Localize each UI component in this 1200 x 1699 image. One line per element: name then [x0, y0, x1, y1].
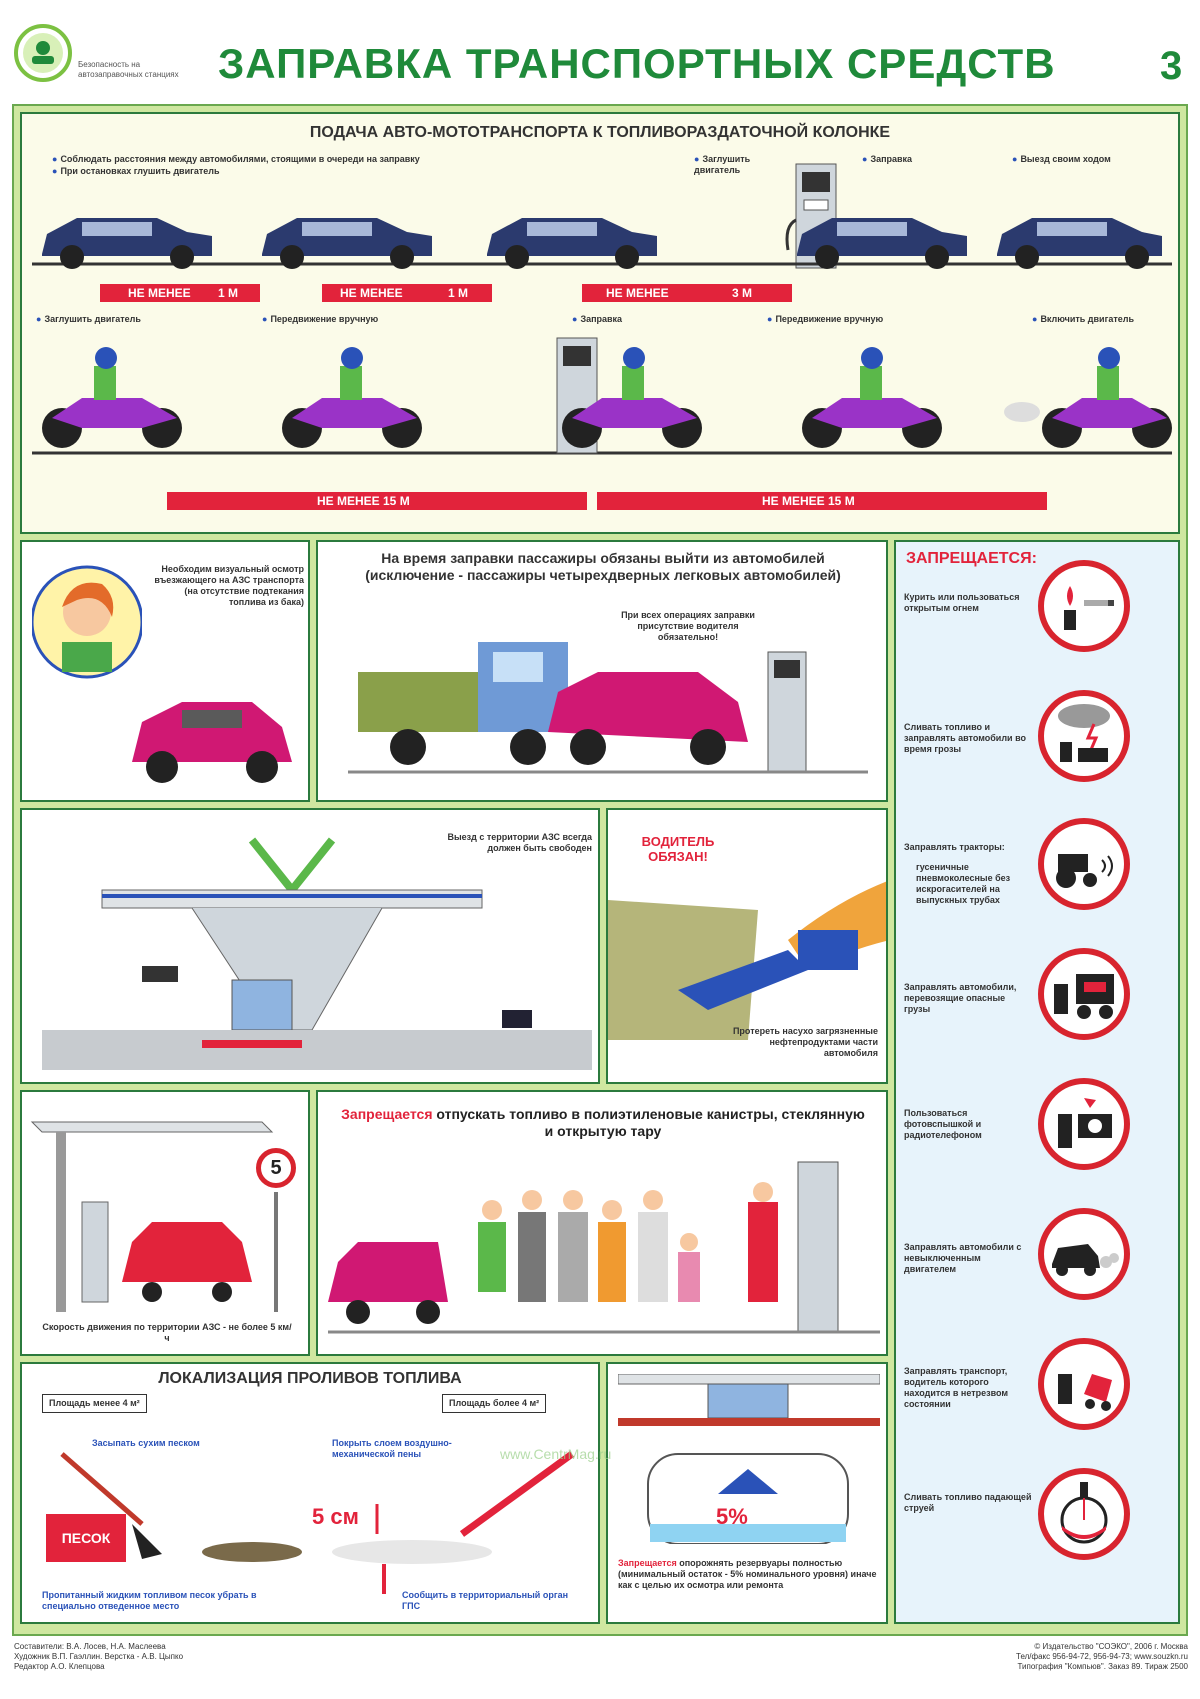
thunderstorm-icon	[1038, 690, 1130, 782]
motorcycle-icon	[282, 347, 422, 448]
moto-note-stop-engine: Заглушить двигатель	[36, 314, 140, 325]
car-icon	[797, 218, 967, 269]
moto-distance-arrow: НЕ МЕНЕЕ 15 М	[167, 492, 587, 510]
driver-must-title: ВОДИТЕЛЬ ОБЯЗАН!	[641, 834, 715, 864]
spill-illustration	[60, 1451, 575, 1564]
pink-suv-icon	[132, 702, 292, 783]
prohibited-label: Курить или пользоваться открытым огнем	[904, 592, 1020, 613]
speed-panel: 5 Скорость движения по территории АЗС - …	[20, 1090, 310, 1356]
moto-note-manual-2: Передвижение вручную	[767, 314, 883, 325]
station-panel: Выезд с территории АЗС всегда должен быт…	[20, 808, 600, 1084]
prohibited-title: ЗАПРЕЩАЕТСЯ:	[906, 550, 1037, 567]
large-area-label: Площадь более 4 м²	[442, 1394, 547, 1413]
section-queue-title: ПОДАЧА АВТО-МОТОТРАНСПОРТА К ТОПЛИВОРАЗД…	[309, 124, 891, 141]
distance-arrow: НЕ МЕНЕЕ 3 М	[582, 284, 792, 302]
wipe-text: Протереть насухо загрязненные нефтепроду…	[732, 1026, 878, 1058]
tank-panel: 5% Запрещается опорожнять резервуары пол…	[606, 1362, 888, 1624]
motorcycles-row	[32, 337, 1172, 455]
containers-prefix: Запрещается	[341, 1106, 433, 1122]
attendant-portrait	[32, 565, 142, 679]
footer-credits: Составители: В.А. Лосев, Н.А. Маслеева Х…	[14, 1642, 184, 1671]
foam-depth-label: 5 см	[312, 1504, 359, 1529]
note-queue-1: Соблюдать расстояния между автомобилями,…	[52, 154, 419, 165]
crowd-with-containers-scene	[328, 1161, 880, 1334]
prohibited-label: Заправлять транспорт, водитель которого …	[904, 1366, 1009, 1409]
note-stop-engine: Заглушить двигатель	[694, 154, 774, 176]
sand-instruction: Засыпать сухим песком	[92, 1438, 200, 1448]
distance-arrow: НЕ МЕНЕЕ 1 М	[100, 284, 260, 302]
passengers-title: На время заправки пассажиры обязаны выйт…	[365, 550, 841, 583]
remove-sand-instruction: Пропитанный жидким топливом песок убрать…	[42, 1590, 257, 1611]
note-queue-2: При остановках глушить двигатель	[52, 166, 219, 177]
watermark: www.CentrMag.ru	[500, 1446, 612, 1462]
speed-scene	[30, 1121, 278, 1312]
up-arrow-icon	[382, 1564, 386, 1594]
containers-panel: Запрещается отпускать топливо в полиэтил…	[316, 1090, 888, 1356]
underground-tank-illustration	[618, 1374, 880, 1544]
car-icon	[997, 218, 1162, 269]
car-icon	[262, 218, 432, 269]
passengers-panel: На время заправки пассажиры обязаны выйт…	[316, 540, 888, 802]
prohibited-label: Заправлять тракторы:	[904, 842, 1005, 852]
motorcycle-icon	[802, 347, 942, 448]
hazard-truck-icon	[1038, 948, 1130, 1040]
prohibited-label: Сливать топливо и заправлять автомобили …	[904, 722, 1027, 754]
inspection-text: Необходим визуальный осмотр въезжающего …	[154, 564, 304, 607]
tank-percent: 5%	[716, 1504, 748, 1529]
fuel-nozzle-illustration	[608, 881, 886, 1040]
spills-panel: ЛОКАЛИЗАЦИЯ ПРОЛИВОВ ТОПЛИВА Площадь мен…	[20, 1362, 600, 1624]
report-instruction: Сообщить в территориальный орган ГПС	[402, 1590, 569, 1611]
moto-distance-arrow: НЕ МЕНЕЕ 15 М	[597, 492, 1047, 510]
motorcycle-icon	[562, 347, 702, 448]
series-text: Безопасность на автозаправочных станциях	[78, 60, 179, 79]
motorcycle-icon	[1004, 347, 1172, 448]
falling-stream-icon	[1038, 1468, 1130, 1560]
running-car-icon	[1038, 1208, 1130, 1300]
tractor-icon	[1038, 818, 1130, 910]
driver-present-note: При всех операциях заправки присутствие …	[621, 610, 755, 642]
camera-phone-icon	[1038, 1078, 1130, 1170]
note-refuel: Заправка	[862, 154, 912, 165]
moto-note-start-engine: Включить двигатель	[1032, 314, 1134, 325]
page-title: ЗАПРАВКА ТРАНСПОРТНЫХ СРЕДСТВ	[218, 40, 1056, 87]
speed-limit-sign: 5	[256, 1148, 296, 1188]
spills-title: ЛОКАЛИЗАЦИЯ ПРОЛИВОВ ТОПЛИВА	[158, 1370, 462, 1387]
speed-text: Скорость движения по территории АЗС - не…	[42, 1322, 292, 1343]
containers-text: отпускать топливо в полиэтиленовые канис…	[436, 1106, 865, 1139]
inspection-panel: Необходим визуальный осмотр въезжающего …	[20, 540, 310, 802]
moto-note-manual-1: Передвижение вручную	[262, 314, 378, 325]
section-queue-panel: ПОДАЧА АВТО-МОТОТРАНСПОРТА К ТОПЛИВОРАЗД…	[20, 112, 1180, 534]
car-icon	[42, 218, 212, 269]
prohibited-label: Сливать топливо падающей струей	[904, 1492, 1032, 1513]
sand-box: ПЕСОК	[46, 1514, 126, 1562]
distance-arrow: НЕ МЕНЕЕ 1 М	[322, 284, 492, 302]
footer-publisher: © Издательство "СОЭКО", 2006 г. Москва Т…	[1016, 1642, 1188, 1671]
tank-warning: Запрещается опорожнять резервуары полнос…	[618, 1558, 877, 1590]
prohibited-label: Заправлять автомобили с невыключенным дв…	[904, 1242, 1022, 1274]
prohibited-label: Заправлять автомобили, перевозящие опасн…	[904, 982, 1017, 1014]
cars-queue-row	[32, 218, 1172, 269]
smoking-icon	[1038, 560, 1130, 652]
foam-instruction: Покрыть слоем воздушно-механической пены	[332, 1438, 452, 1459]
driver-must-panel: ВОДИТЕЛЬ ОБЯЗАН! Протереть насухо загряз…	[606, 808, 888, 1084]
sheet-number: 3	[1160, 44, 1183, 88]
moto-note-refuel: Заправка	[572, 314, 622, 325]
small-area-label: Площадь менее 4 м²	[42, 1394, 147, 1413]
note-exit: Выезд своим ходом	[1012, 154, 1110, 165]
prohibited-panel: ЗАПРЕЩАЕТСЯ: Курить или пользоваться отк…	[894, 540, 1180, 1624]
exit-free-text: Выезд с территории АЗС всегда должен быт…	[447, 832, 592, 853]
gas-station-illustration	[42, 837, 592, 1070]
prohibited-label: Пользоваться фотовспышкой и радиотелефон…	[904, 1108, 982, 1140]
containers-title: Запрещается отпускать топливо в полиэтил…	[338, 1106, 868, 1140]
trucks-refuel-scene	[348, 642, 868, 774]
drunk-driver-icon	[1038, 1338, 1130, 1430]
publisher-logo	[14, 24, 72, 82]
car-icon	[487, 218, 657, 269]
prohibited-sublabel: гусеничные пневмоколесные без искрогасит…	[916, 862, 1011, 905]
motorcycle-icon	[42, 347, 182, 448]
